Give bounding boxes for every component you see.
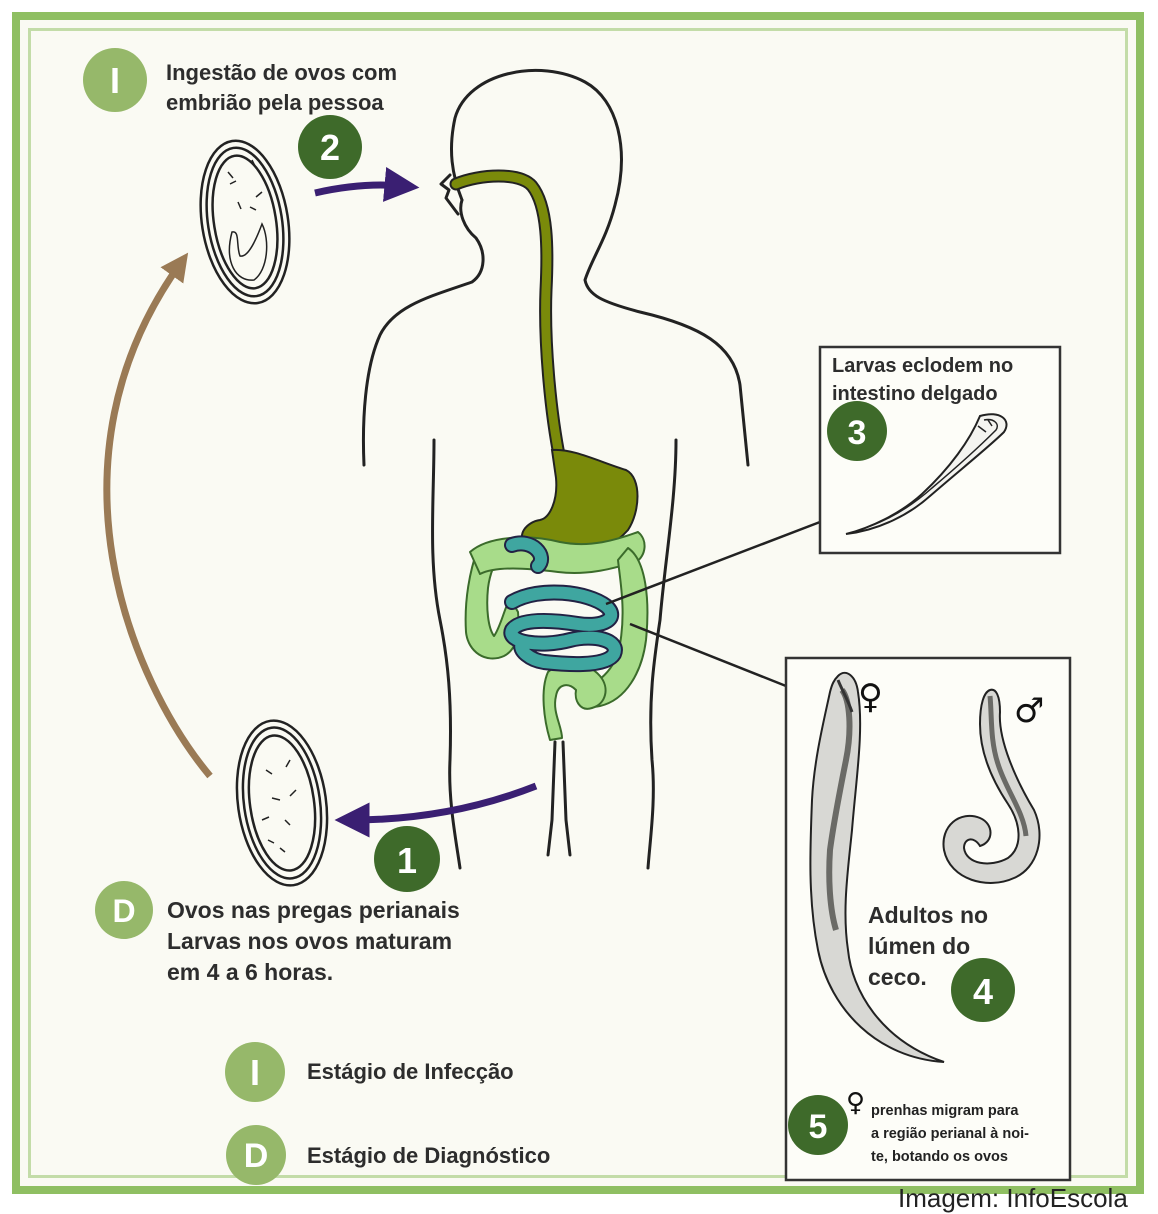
arrow-cycle-return bbox=[107, 264, 210, 776]
adults-label: Adultos no lúmen do ceco. bbox=[868, 900, 988, 993]
arrow-egg-deposition bbox=[352, 786, 536, 820]
arrow-ingestion bbox=[315, 185, 402, 193]
step-badge-2: 2 bbox=[298, 115, 362, 179]
svg-text:I: I bbox=[110, 60, 120, 101]
svg-text:I: I bbox=[250, 1052, 260, 1093]
image-credit: Imagem: InfoEscola bbox=[898, 1183, 1128, 1214]
stage-diagnostic-badge: D bbox=[95, 881, 153, 939]
legend-diagnostic-label: Estágio de Diagnóstico bbox=[307, 1143, 550, 1169]
step5-description: prenhas migram para a região perianal à … bbox=[871, 1100, 1029, 1169]
svg-text:3: 3 bbox=[848, 414, 867, 452]
egg-perianal bbox=[227, 715, 337, 892]
female-symbol: ♀ bbox=[858, 677, 883, 717]
legend-infection-badge: I bbox=[225, 1042, 285, 1102]
male-symbol: ♂ bbox=[1014, 691, 1044, 731]
svg-text:1: 1 bbox=[397, 840, 417, 881]
svg-text:D: D bbox=[112, 893, 135, 929]
diagnostic-description: Ovos nas pregas perianais Larvas nos ovo… bbox=[167, 895, 460, 988]
step5-female-symbol: ♀ bbox=[846, 1088, 865, 1118]
egg-embryonated bbox=[190, 134, 301, 309]
step-badge-1: 1 bbox=[374, 826, 440, 892]
stage-infection-badge: I bbox=[83, 48, 147, 112]
legend-infection-label: Estágio de Infecção bbox=[307, 1059, 514, 1085]
legend-diagnostic-badge: D bbox=[226, 1125, 286, 1185]
esophagus-stomach bbox=[456, 176, 638, 560]
svg-text:D: D bbox=[244, 1137, 269, 1175]
svg-text:2: 2 bbox=[320, 127, 340, 168]
step-badge-3: 3 bbox=[827, 401, 887, 461]
svg-text:5: 5 bbox=[809, 1108, 828, 1146]
step-badge-5: 5 bbox=[788, 1095, 848, 1155]
step3-label: Larvas eclodem no intestino delgado bbox=[832, 352, 1013, 408]
step1-heading: Ingestão de ovos com embrião pela pessoa bbox=[166, 58, 397, 118]
